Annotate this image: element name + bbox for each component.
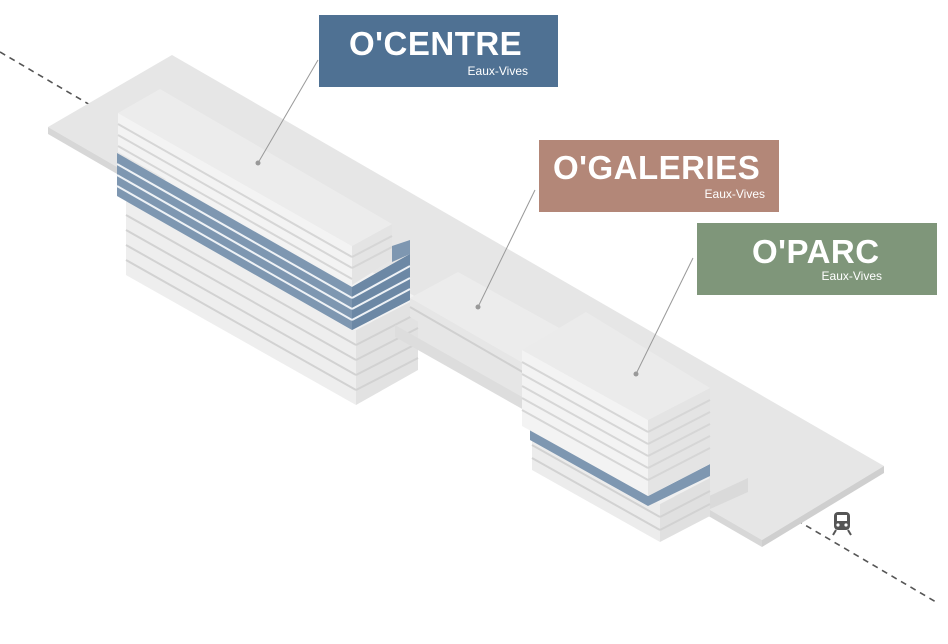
parc-leader-dot [633,371,639,377]
galeries-label: O'GALERIES Eaux-Vives [539,140,779,212]
parc-label: O'PARC Eaux-Vives [697,223,937,295]
galeries-brand: O'GALERIES [553,149,761,186]
centre-brand: O'CENTRE [349,25,523,62]
ground-slab-side [762,466,884,547]
galeries-sub: Eaux-Vives [704,187,765,201]
centre-sub: Eaux-Vives [467,64,528,78]
centre-leader-line [257,59,319,164]
parc-building [521,312,748,542]
parc-leader-line [635,257,694,375]
parc-brand: O'PARC [752,233,880,270]
centre-building [116,89,419,405]
galeries-leader-dot [475,304,481,310]
parc-sub: Eaux-Vives [821,269,882,283]
centre-leader-dot [255,160,261,166]
galeries-leader-line [477,189,536,308]
centre-label: O'CENTRE Eaux-Vives [319,15,558,87]
train-icon [832,512,852,536]
